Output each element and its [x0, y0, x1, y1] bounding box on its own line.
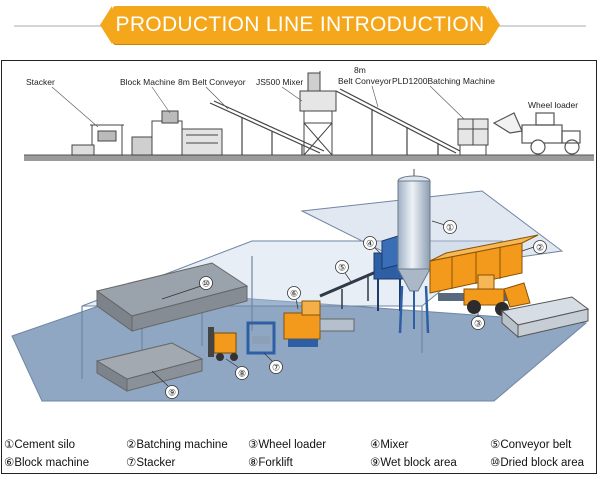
batching-machine-drawing — [457, 118, 489, 155]
banner-rule-right — [498, 25, 586, 27]
legend-label: Stacker — [136, 457, 176, 469]
legend-item-cement-silo: ①Cement silo — [4, 437, 75, 451]
legend-item-dried-block-area: ⑩Dried block area — [490, 455, 584, 469]
label-mixer: JS500 Mixer — [256, 77, 303, 87]
label-wheel-loader: Wheel loader — [528, 100, 578, 110]
cement-silo — [397, 169, 431, 334]
label-belt-conveyor-1: 8m Belt Conveyor — [178, 77, 246, 87]
legend-num: ⑥ — [4, 457, 15, 469]
callout-7: ⑦ — [272, 363, 280, 373]
production-line-diagram: Stacker Block Machine 8m Belt Conveyor J… — [11, 65, 594, 402]
legend-item-batching-machine: ②Batching machine — [126, 437, 228, 451]
banner-pill: PRODUCTION LINE INTRODUCTION — [100, 6, 500, 44]
callouts: ① ② ③ ④ ⑤ ⑥ ⑦ ⑧ ⑨ ⑩ — [165, 220, 547, 399]
callout-5: ⑤ — [338, 263, 346, 273]
legend-label: Conveyor belt — [500, 439, 572, 451]
legend-num: ① — [4, 439, 15, 451]
legend-item-wet-block-area: ⑨Wet block area — [370, 455, 457, 469]
legend-label: Dried block area — [500, 457, 585, 469]
dried-block-area — [95, 262, 249, 332]
stacker-drawing — [71, 124, 124, 156]
callout-3: ③ — [474, 319, 482, 329]
wet-block-area — [95, 342, 204, 392]
legend-num: ⑧ — [248, 457, 259, 469]
wheel-loader-drawing — [492, 112, 581, 155]
legend-num: ⑩ — [490, 457, 501, 469]
legend-num: ⑦ — [126, 457, 137, 469]
legend-num: ④ — [370, 439, 381, 451]
label-block-machine: Block Machine — [120, 77, 176, 87]
block-machine — [283, 300, 355, 347]
callout-9: ⑨ — [168, 388, 176, 398]
stacker — [246, 321, 276, 355]
legend-label: Forklift — [258, 457, 293, 469]
block-machine-drawing — [131, 110, 223, 156]
iso-view: ① ② ③ ④ ⑤ ⑥ ⑦ ⑧ ⑨ ⑩ — [11, 169, 590, 402]
callout-1: ① — [446, 223, 454, 233]
legend-item-forklift: ⑧Forklift — [248, 455, 293, 469]
legend-label: Wet block area — [380, 457, 457, 469]
aggregate-bin — [500, 296, 590, 339]
legend-num: ⑨ — [370, 457, 381, 469]
label-batching-machine: PLD1200Batching Machine — [392, 76, 495, 86]
callout-leaders — [151, 220, 535, 387]
legend-label: Block machine — [14, 457, 90, 469]
legend-label: Batching machine — [136, 439, 228, 451]
legend-num: ② — [126, 439, 137, 451]
side-view: Stacker Block Machine 8m Belt Conveyor J… — [24, 65, 594, 161]
label-stacker: Stacker — [26, 77, 55, 87]
legend-item-block-machine: ⑥Block machine — [4, 455, 89, 469]
callout-10: ⑩ — [202, 279, 210, 289]
forklift — [208, 327, 238, 361]
diagram-frame: Stacker Block Machine 8m Belt Conveyor J… — [1, 60, 597, 474]
legend-item-mixer: ④Mixer — [370, 437, 408, 451]
legend-item-wheel-loader: ③Wheel loader — [248, 437, 326, 451]
ground-line — [24, 155, 594, 161]
label-belt-conveyor-2-bottom: Belt Conveyor — [338, 76, 392, 86]
legend-item-conveyor-belt: ⑤Conveyor belt — [490, 437, 571, 451]
callout-8: ⑧ — [238, 369, 246, 379]
callout-6: ⑥ — [290, 289, 298, 299]
legend-label: Mixer — [380, 439, 409, 451]
legend-num: ⑤ — [490, 439, 501, 451]
banner: PRODUCTION LINE INTRODUCTION — [0, 0, 600, 52]
legend-num: ③ — [248, 439, 259, 451]
legend-item-stacker: ⑦Stacker — [126, 455, 175, 469]
label-belt-conveyor-2-top: 8m — [354, 65, 366, 75]
callout-2: ② — [536, 243, 544, 253]
banner-rule-left — [14, 25, 102, 27]
page-title: PRODUCTION LINE INTRODUCTION — [115, 13, 485, 36]
mixer-drawing — [299, 71, 337, 156]
legend-label: Cement silo — [14, 439, 76, 451]
legend-label: Wheel loader — [258, 439, 327, 451]
callout-4: ④ — [366, 239, 374, 249]
belt-conveyor-2-drawing — [335, 88, 461, 155]
belt-conveyor-1-drawing — [209, 100, 325, 155]
